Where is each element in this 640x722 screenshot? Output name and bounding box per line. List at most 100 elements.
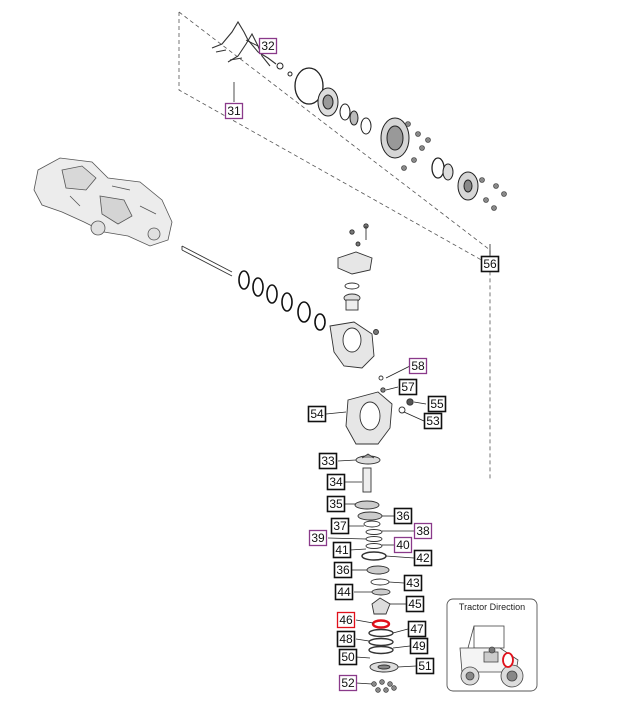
callout-number: 45 [408,597,422,611]
callout-box [413,522,433,540]
callout-46: 46 [336,611,356,629]
callout-box [427,395,447,413]
callout-49: 49 [409,637,429,655]
callout-box [308,529,328,547]
lower-gear-stack [354,453,399,673]
drive-shaft [181,245,233,277]
callout-48: 48 [336,630,356,648]
callout-38: 38 [413,522,433,540]
callout-47: 47 [407,620,427,638]
callout-39: 39 [308,529,328,547]
callout-33: 33 [318,452,338,470]
callout-box [403,574,423,592]
callout-box [393,507,413,525]
callout-number: 58 [411,359,425,373]
callout-box [258,37,278,55]
callout-box [398,378,418,396]
callout-58: 58 [408,357,428,375]
callout-box [334,583,354,601]
callout-number: 47 [410,622,424,636]
callout-36: 36 [333,561,353,579]
callout-number: 38 [416,524,430,538]
callout-number: 44 [337,585,351,599]
callout-number: 41 [335,543,349,557]
callout-37: 37 [330,517,350,535]
callout-57: 57 [398,378,418,396]
steering-knuckle [329,321,379,369]
callout-43: 43 [403,574,423,592]
callout-box [393,536,413,554]
callout-36: 36 [393,507,413,525]
tractor-direction-inset: Tractor Direction [446,598,538,692]
callout-41: 41 [332,541,352,559]
callout-box [405,595,425,613]
callout-35: 35 [326,495,346,513]
callout-number: 37 [333,519,347,533]
callout-box [338,674,358,692]
callout-50: 50 [338,648,358,666]
callout-box [423,412,443,430]
callout-box [326,495,346,513]
callout-42: 42 [413,549,433,567]
callout-53: 53 [423,412,443,430]
callout-number: 57 [401,380,415,394]
callout-number: 53 [426,414,440,428]
callout-number: 36 [336,563,350,577]
callout-45: 45 [405,595,425,613]
callout-number: 48 [339,632,353,646]
callout-box [330,517,350,535]
callout-box [326,473,346,491]
callout-box [413,549,433,567]
callout-number: 36 [396,509,410,523]
callout-number: 34 [329,475,343,489]
callout-40: 40 [393,536,413,554]
callout-number: 40 [396,538,410,552]
hub-bolts [401,121,507,211]
callout-number: 39 [311,531,325,545]
callout-55: 55 [427,395,447,413]
wire-brackets [211,20,277,67]
callout-box [307,405,327,423]
callout-box [224,102,244,120]
lower-knuckle-housing [345,375,414,445]
callout-51: 51 [415,657,435,675]
callout-box [338,648,358,666]
callout-box [480,255,500,273]
callout-box [318,452,338,470]
inset-title: Tractor Direction [459,602,525,612]
callout-number: 33 [321,454,335,468]
callout-box [407,620,427,638]
callout-44: 44 [334,583,354,601]
callout-box [415,657,435,675]
dashed-boundary [178,11,491,480]
tractor-icon [459,625,524,688]
callout-34: 34 [326,473,346,491]
callout-56: 56 [480,255,500,273]
leader-lines [233,39,491,685]
callout-box [336,611,356,629]
callout-box [336,630,356,648]
upper-hub-assembly [276,62,479,201]
axle-housing [33,157,173,247]
callout-number: 35 [329,497,343,511]
callout-number: 51 [418,659,432,673]
callout-52: 52 [338,674,358,692]
shaft-ring-set [238,270,326,331]
callout-number: 31 [227,104,241,118]
callout-number: 49 [412,639,426,653]
callout-54: 54 [307,405,327,423]
callout-box [333,561,353,579]
callout-number: 54 [310,407,324,421]
kingpin-bracket [337,223,373,311]
callout-number: 50 [341,650,355,664]
callout-box [332,541,352,559]
callout-number: 42 [416,551,430,565]
callout-box [409,637,429,655]
callout-number: 55 [430,397,444,411]
callout-number: 46 [339,613,353,627]
bottom-bolts [371,679,397,693]
callout-number: 56 [483,257,497,271]
callout-31: 31 [224,102,244,120]
